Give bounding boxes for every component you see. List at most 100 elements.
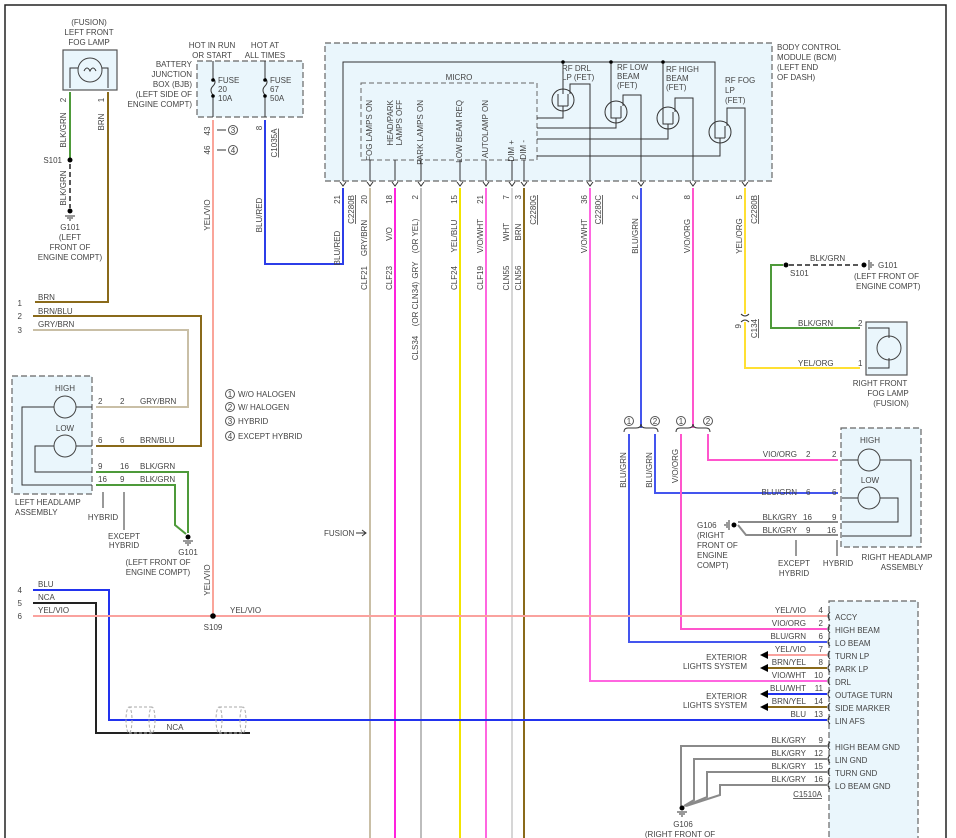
label: (FUSION) — [873, 399, 909, 408]
fet-icon — [537, 107, 746, 181]
wire-label: BLK/GRN — [140, 462, 175, 471]
label: EXTERIOR — [706, 692, 747, 701]
fusion-note: FUSION — [324, 529, 354, 538]
circuit-label: CLF23 — [385, 265, 394, 290]
circuit-label: CLF24 — [450, 265, 459, 290]
connector-pin — [827, 650, 831, 660]
wire-yel-org — [744, 188, 860, 369]
option-number: 2 — [653, 417, 658, 426]
ground-label: ENGINE COMPT) — [126, 568, 191, 577]
label: MODULE (BCM) — [777, 53, 837, 62]
fet-label: BEAM — [666, 74, 689, 83]
row-name: LIN GND — [835, 756, 868, 765]
option-number: 1 — [679, 417, 684, 426]
fuse-rating: 50A — [270, 94, 285, 103]
fet-label: RF FOG — [725, 76, 755, 85]
pin-number: 10 — [814, 671, 823, 680]
circuit-label: CLN56 — [514, 265, 523, 290]
pin-number: 7 — [819, 645, 824, 654]
headlamp-control-module — [828, 600, 919, 838]
wire-label: BLK/GRN — [140, 475, 175, 484]
note-label: EXCEPT — [108, 532, 140, 541]
label: BODY CONTROL — [777, 43, 841, 52]
wire-label: BLU/GRN — [761, 488, 797, 497]
wire-blk-grn — [770, 264, 860, 329]
label: FOG LAMP — [68, 38, 109, 47]
ground-label: FRONT OF — [697, 541, 738, 550]
pin-number: 8 — [819, 658, 824, 667]
pin-number: 11 — [815, 684, 824, 693]
connector-pin — [827, 663, 831, 673]
note-label: HYBRID — [88, 513, 118, 522]
wire-blk-grn — [96, 484, 187, 535]
pin-number: 9 — [806, 526, 811, 535]
pin-number: 2 — [806, 450, 811, 459]
wire-label: YEL/VIO — [230, 606, 261, 615]
fet-label: RF HIGH — [666, 65, 699, 74]
pin-number: 6 — [832, 488, 837, 497]
wire-label: BLU/RED — [255, 197, 264, 232]
circuit-label: CLN55 — [502, 265, 511, 290]
legend-text: HYBRID — [238, 417, 268, 426]
connector-label: C2280C — [594, 195, 603, 225]
wire-label: GRY/BRN — [38, 320, 75, 329]
row-name: SIDE MARKER — [835, 704, 890, 713]
pin-number: 21 — [333, 194, 342, 203]
pin-number: 2 — [832, 450, 837, 459]
circuit-alt-label: (OR CLN34) — [411, 281, 420, 326]
ground-label: (RIGHT — [697, 531, 725, 540]
note-label: HYBRID — [109, 541, 139, 550]
label: FOG LAMP — [867, 389, 908, 398]
row-name: LO BEAM — [835, 639, 871, 648]
wire-label: BLK/GRN — [798, 319, 833, 328]
wire-label: VIO/WHT — [772, 671, 806, 680]
bulb-label: HIGH — [55, 384, 75, 393]
pin-number: 6 — [18, 612, 23, 621]
legend-text: EXCEPT HYBRID — [238, 432, 303, 441]
circuit-label: CLF21 — [360, 265, 369, 290]
pin-number: 12 — [814, 749, 823, 758]
circuit-label: CLS34 — [411, 335, 420, 360]
fuse-icon — [210, 61, 216, 117]
fuse-number: 20 — [218, 85, 227, 94]
micro-signal: DIM - — [519, 140, 528, 160]
wire-label: BRN — [38, 293, 55, 302]
micro-box — [360, 82, 538, 161]
pin-number: 1 — [18, 299, 23, 308]
fuse-label: FUSE — [270, 76, 291, 85]
label: EXTERIOR — [706, 653, 747, 662]
fuse-label: FUSE — [218, 76, 239, 85]
ground-label: G101 — [178, 548, 198, 557]
pin-number: 2 — [858, 319, 863, 328]
pin-number: 16 — [814, 775, 823, 784]
left-headlamp-assembly — [11, 375, 93, 495]
label: ALL TIMES — [245, 51, 285, 60]
wire-label: BLU — [38, 580, 54, 589]
row-name: OUTAGE TURN — [835, 691, 893, 700]
wire-label: BLU/GRN — [619, 452, 628, 488]
ground-label: ENGINE — [697, 551, 728, 560]
wire-label: BLK/GRN — [59, 170, 68, 205]
wire-nca — [33, 602, 250, 734]
circuit-label: CLF19 — [476, 265, 485, 290]
wire-label: BLK/GRY — [771, 775, 806, 784]
micro-signal: HEAD/PARK — [386, 99, 395, 145]
fuse-icon — [262, 61, 268, 117]
bulb-label: LOW — [56, 424, 75, 433]
pin-number: 9 — [734, 323, 743, 328]
fuse-number: 67 — [270, 85, 279, 94]
micro-label: MICRO — [446, 73, 473, 82]
wire-label: YEL/ORG — [798, 359, 834, 368]
pin-number: 15 — [450, 194, 459, 203]
fet-icon — [537, 62, 694, 181]
connector-pin — [827, 767, 831, 777]
ground-label: (RIGHT FRONT OF — [645, 830, 715, 838]
right-headlamp-assembly — [840, 427, 922, 548]
pin-number: 18 — [385, 194, 394, 203]
label: HOT IN RUN — [189, 41, 236, 50]
label: RIGHT HEADLAMP — [862, 553, 933, 562]
label: BATTERY — [156, 60, 193, 69]
ground-label: G101 — [878, 261, 898, 270]
wire-label: BRN/YEL — [772, 658, 807, 667]
wire-label: V/O/ORG — [683, 219, 692, 253]
